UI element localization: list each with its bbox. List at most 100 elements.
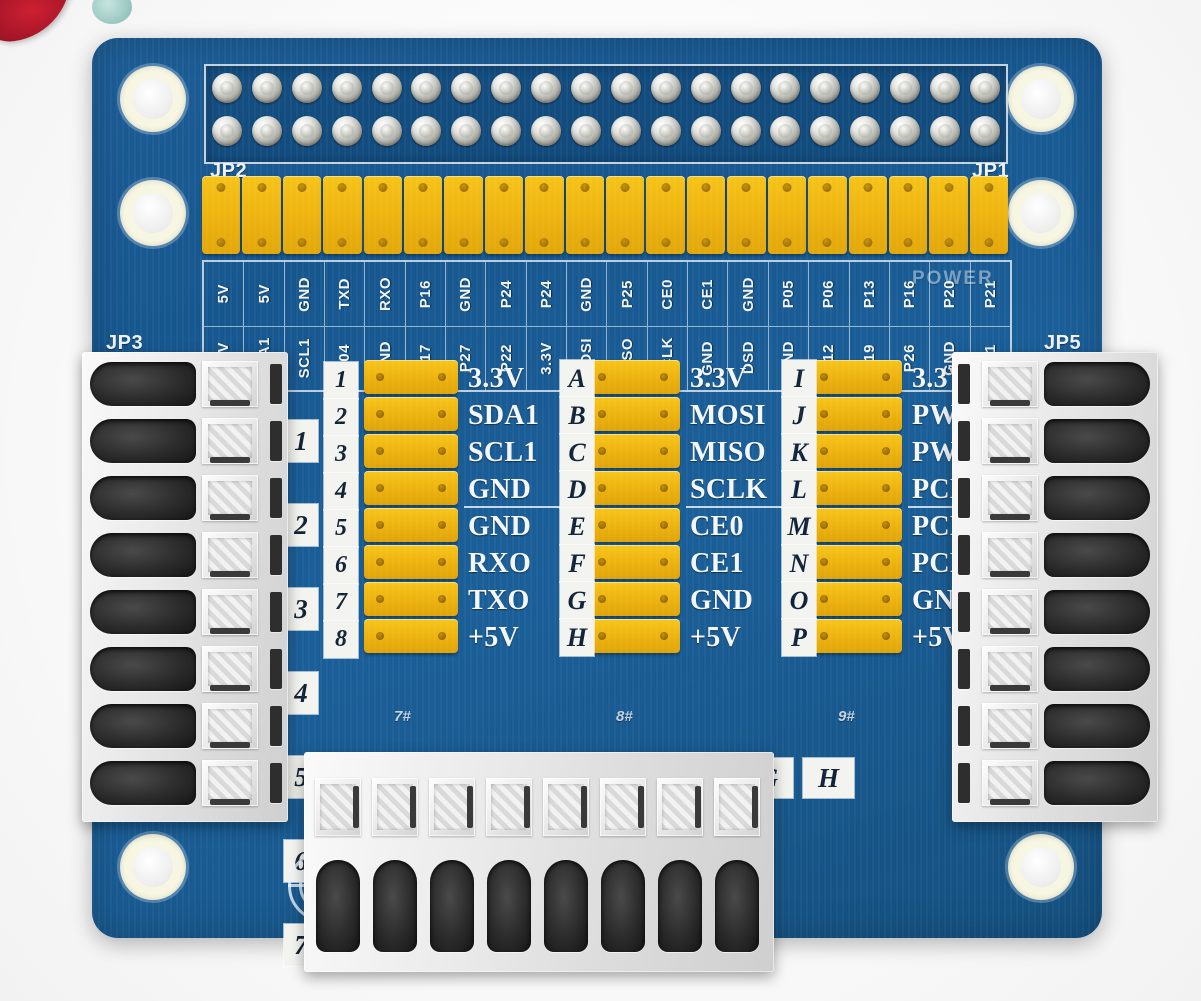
terminal-screw[interactable] [982,589,1038,635]
jumper-cap[interactable] [444,176,483,254]
terminal-wire-slot[interactable] [430,860,474,952]
terminal-wire-slot[interactable] [601,860,645,952]
jumper-cap[interactable] [525,176,564,254]
jumper-cap[interactable] [586,360,680,394]
terminal-wire-slot[interactable] [658,860,702,952]
jumper-cap[interactable] [929,176,968,254]
jumper-cap[interactable] [364,397,458,431]
terminal-screw[interactable] [982,532,1038,578]
jumper-block-3[interactable] [808,360,902,653]
jumper-cap[interactable] [586,434,680,468]
terminal-screw[interactable] [982,646,1038,692]
jumper-cap[interactable] [364,619,458,653]
jumper-cap[interactable] [808,360,902,394]
terminal-screw[interactable] [982,361,1038,407]
jumper-cap[interactable] [808,619,902,653]
jumper-block-2[interactable] [586,360,680,653]
jumper-cap[interactable] [969,176,1009,254]
jumper-cap[interactable] [586,582,680,616]
terminal-wire-slot[interactable] [1044,419,1150,463]
jumper-cap[interactable] [727,176,766,254]
terminal-wire-slot[interactable] [373,860,417,952]
jumper-cap[interactable] [364,508,458,542]
terminal-wire-slot[interactable] [1044,761,1150,805]
terminal-wire-slot[interactable] [1044,362,1150,406]
terminal-wire-slot[interactable] [316,860,360,952]
terminal-wire-slot[interactable] [1044,476,1150,520]
jumper-cap[interactable] [364,545,458,579]
terminal-screw[interactable] [486,778,532,836]
terminal-screw[interactable] [657,778,703,836]
terminal-screw[interactable] [714,778,760,836]
jumper-cap[interactable] [364,434,458,468]
jumper-cap[interactable] [606,176,645,254]
terminal-screw[interactable] [982,760,1038,806]
jumper-cap[interactable] [848,176,887,254]
terminal-wire-slot[interactable] [90,761,196,805]
terminal-screw[interactable] [202,703,258,749]
terminal-block-left[interactable] [82,352,288,822]
terminal-screw[interactable] [202,646,258,692]
terminal-screw[interactable] [202,361,258,407]
jumper-cap[interactable] [767,176,807,254]
terminal-screw[interactable] [982,703,1038,749]
jumper-cap[interactable] [364,582,458,616]
terminal-screw[interactable] [315,778,361,836]
terminal-wire-slot[interactable] [715,860,759,952]
terminal-screw[interactable] [202,475,258,521]
terminal-wire-slot[interactable] [90,647,196,691]
terminal-screw[interactable] [202,589,258,635]
jumper-block-1[interactable] [364,360,458,653]
terminal-screw[interactable] [600,778,646,836]
jumper-cap[interactable] [808,434,902,468]
terminal-screw[interactable] [543,778,589,836]
jumper-cap[interactable] [686,176,726,254]
terminal-wire-slot[interactable] [1044,533,1150,577]
terminal-wire-slot[interactable] [1044,647,1150,691]
jumper-cap[interactable] [565,176,605,254]
terminal-screw[interactable] [982,418,1038,464]
jumper-cap[interactable] [323,176,362,254]
terminal-screw[interactable] [202,760,258,806]
jumper-cap[interactable] [586,397,680,431]
terminal-screw[interactable] [429,778,475,836]
jumper-cap[interactable] [888,176,928,254]
jumper-cap[interactable] [282,176,322,254]
gpio-2x20-header[interactable] [204,64,1008,164]
terminal-block-bottom[interactable] [304,752,774,972]
terminal-wire-slot[interactable] [90,476,196,520]
jumper-cap[interactable] [242,176,281,254]
jumper-cap[interactable] [808,508,902,542]
jumper-cap[interactable] [202,176,241,254]
terminal-wire-slot[interactable] [487,860,531,952]
jumper-cap[interactable] [364,360,458,394]
top-jumper-strip[interactable] [202,176,1009,254]
terminal-block-right[interactable] [952,352,1158,822]
terminal-wire-slot[interactable] [90,362,196,406]
terminal-screw[interactable] [982,475,1038,521]
jumper-cap[interactable] [808,471,902,505]
jumper-cap[interactable] [808,397,902,431]
jumper-cap[interactable] [808,582,902,616]
terminal-wire-slot[interactable] [90,419,196,463]
terminal-wire-slot[interactable] [90,533,196,577]
jumper-cap[interactable] [363,176,403,254]
jumper-cap[interactable] [808,176,847,254]
jumper-cap[interactable] [404,176,443,254]
terminal-wire-slot[interactable] [90,704,196,748]
jumper-cap[interactable] [586,508,680,542]
jumper-cap[interactable] [364,471,458,505]
terminal-screw[interactable] [202,418,258,464]
jumper-cap[interactable] [586,619,680,653]
terminal-screw[interactable] [372,778,418,836]
terminal-wire-slot[interactable] [90,590,196,634]
jumper-cap[interactable] [586,471,680,505]
terminal-wire-slot[interactable] [1044,590,1150,634]
terminal-screw[interactable] [202,532,258,578]
jumper-cap[interactable] [808,545,902,579]
jumper-cap[interactable] [646,176,685,254]
jumper-cap[interactable] [484,176,524,254]
terminal-wire-slot[interactable] [544,860,588,952]
jumper-cap[interactable] [586,545,680,579]
terminal-wire-slot[interactable] [1044,704,1150,748]
